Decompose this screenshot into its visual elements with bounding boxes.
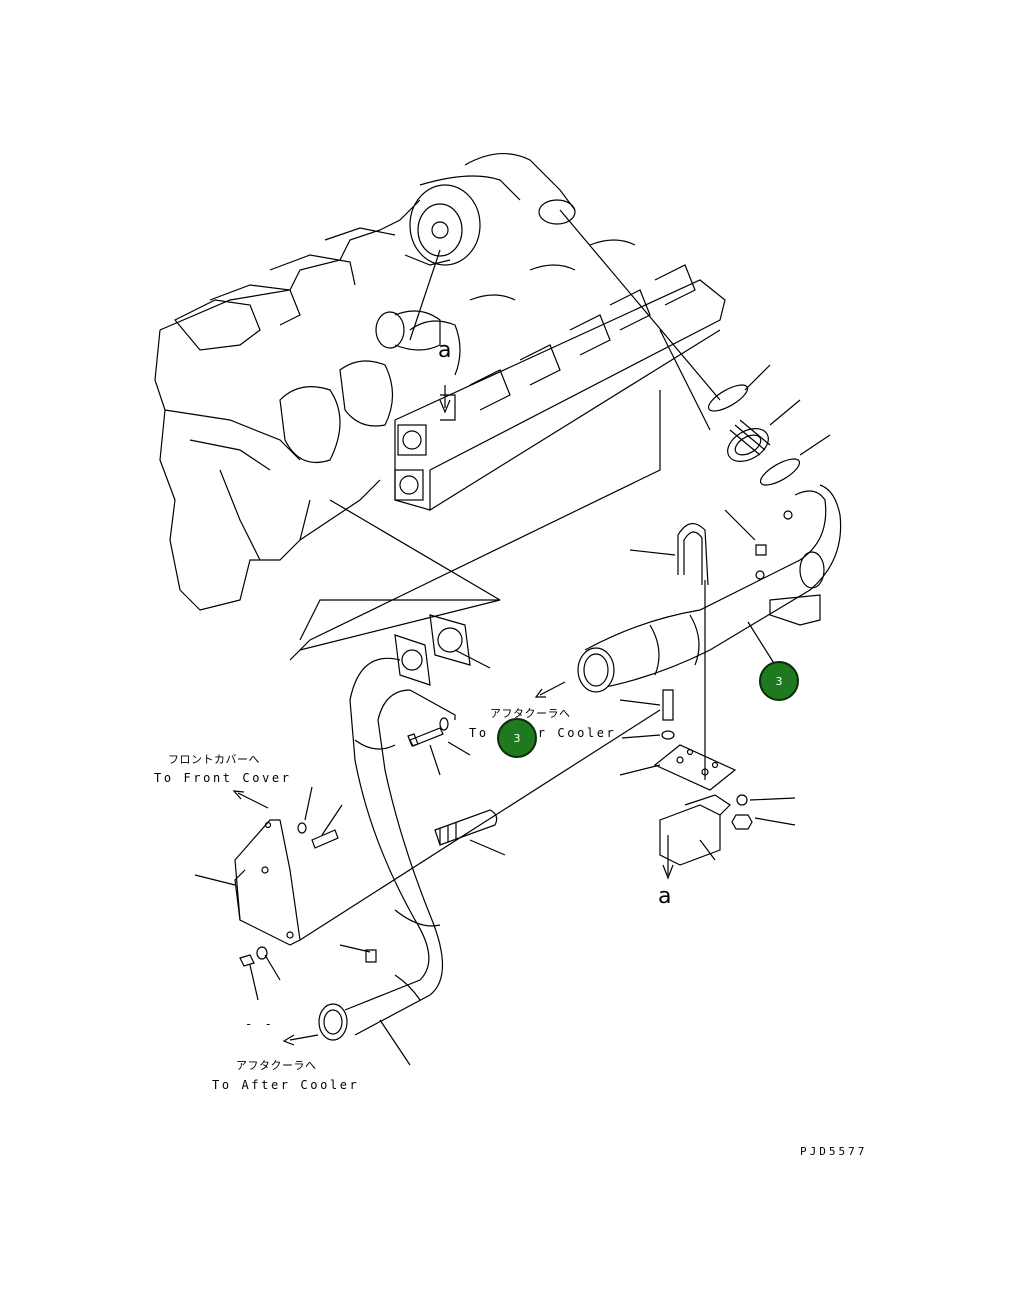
after-cooler-label-jp-lower: アフタクーラへ [236, 1059, 317, 1072]
after-cooler-label-en-lower: To After Cooler [212, 1078, 360, 1092]
callout-part-3-right[interactable]: 3 [759, 661, 799, 701]
front-cover-bracket [234, 819, 301, 946]
front-cover-label-en: To Front Cover [154, 771, 292, 785]
reference-mark-a-top: a [438, 338, 452, 363]
engine-block [154, 199, 661, 661]
flange-gaskets [394, 614, 471, 720]
after-cooler-label-jp-upper: アフタクーラへ [490, 707, 571, 720]
support-bracket [653, 689, 753, 880]
leader-lines [194, 209, 831, 1066]
turbocharger [375, 152, 576, 351]
fasteners [239, 717, 498, 967]
drawing-code: PJD5577 [800, 1145, 868, 1158]
front-cover-label-jp: フロントカバーへ [168, 753, 260, 766]
lower-air-tube [318, 657, 444, 1041]
after-cooler-label-en-upper: To After Cooler [469, 726, 617, 740]
callout-number: 3 [513, 731, 521, 745]
dash-mark: - - [245, 1017, 275, 1031]
callout-number: 3 [775, 674, 783, 688]
reference-mark-a-bottom: a [658, 884, 672, 909]
intake-manifold [394, 264, 726, 512]
direction-arrows [232, 681, 566, 1046]
callout-part-3-left[interactable]: 3 [497, 718, 537, 758]
upper-air-tube [577, 484, 842, 693]
hose-clamps [707, 384, 801, 486]
